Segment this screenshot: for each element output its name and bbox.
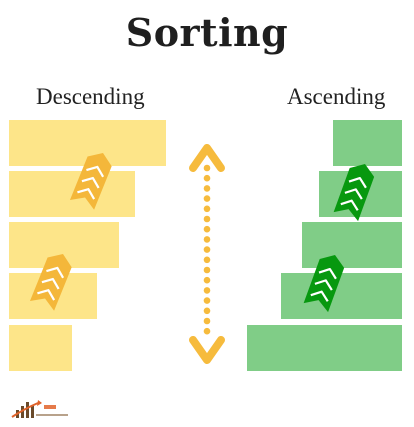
page-title: Sorting (125, 10, 289, 55)
ascending-bar (333, 120, 402, 166)
arrow-dot (203, 205, 211, 213)
ascending-bar (302, 222, 402, 268)
ascending-label: Ascending (287, 84, 386, 109)
arrow-dot (203, 287, 211, 294)
ascending-bars (247, 120, 402, 371)
ascending-bar (281, 273, 402, 319)
logo-icon (11, 400, 68, 418)
arrow-dot (203, 276, 211, 284)
ascending-bar (247, 325, 402, 371)
arrow-dot (203, 246, 211, 253)
descending-bar (9, 171, 135, 217)
arrow-dot (203, 317, 211, 325)
double-vertical-arrow-icon (189, 144, 225, 364)
arrow-dot (203, 225, 211, 233)
arrow-dot (203, 236, 211, 243)
arrow-dot (203, 266, 211, 274)
arrow-dot (203, 327, 211, 335)
descending-label: Descending (36, 84, 145, 109)
arrow-dot (203, 185, 211, 192)
descending-bar (9, 325, 72, 371)
arrow-dot (203, 174, 211, 182)
descending-bars (9, 120, 166, 371)
arrow-dot (203, 256, 211, 264)
arrow-dot (203, 307, 211, 315)
arrow-dot (203, 215, 211, 223)
arrow-dot (203, 164, 211, 172)
arrow-dot (203, 297, 211, 304)
arrow-dot (203, 195, 211, 202)
